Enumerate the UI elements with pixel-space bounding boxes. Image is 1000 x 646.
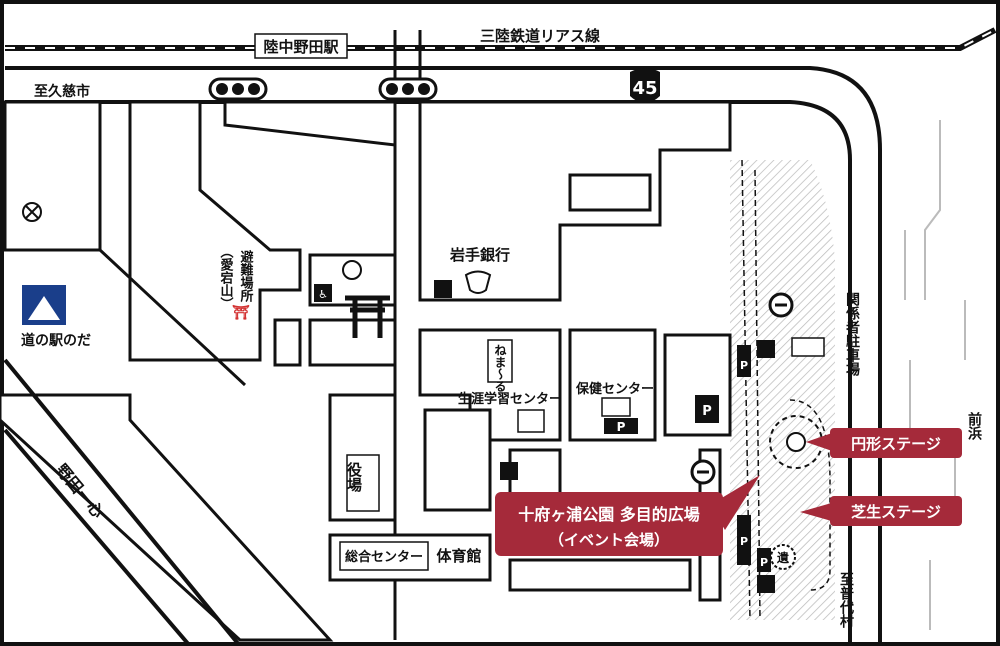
- route-number: 45: [632, 78, 657, 99]
- smoking-area-icon: [690, 459, 716, 485]
- svg-text:P: P: [740, 359, 748, 372]
- torii-mark-icon: ⛩: [232, 304, 250, 321]
- toilet-icon: ♿: [314, 284, 332, 302]
- town-office-label: 役場: [345, 461, 363, 493]
- svg-text:遺: 遺: [776, 550, 790, 565]
- general-center-label: 総合センター: [345, 549, 423, 565]
- svg-text:♿: ♿: [318, 288, 328, 301]
- toilet-icon: [757, 340, 775, 358]
- bank-label: 岩手銀行: [449, 246, 510, 264]
- post-icon: [342, 260, 362, 280]
- learning-center-box: [517, 409, 545, 433]
- smoking-area-icon: [768, 292, 794, 318]
- village-plaza-label: 村民広場: [427, 419, 445, 481]
- traffic-light-east: [378, 77, 438, 101]
- post-office-icon: [22, 202, 42, 222]
- circle-stage-icon: [786, 432, 806, 452]
- torii-gate: [345, 295, 390, 338]
- svg-text:P: P: [740, 535, 748, 548]
- station-box: [254, 33, 348, 59]
- traffic-light-west: [208, 77, 268, 101]
- svg-text:P: P: [702, 404, 712, 419]
- maehama-label: 前浜: [966, 411, 982, 441]
- nemaru-label: ねま～る: [493, 344, 507, 392]
- parking-icon: P: [737, 345, 751, 377]
- station-label: 陸中野田駅: [263, 38, 339, 56]
- bank-icon: [464, 270, 492, 294]
- to-kuji-label: 至久慈市: [34, 83, 90, 100]
- staff-parking-box: [791, 337, 825, 357]
- staff-parking-label: 関係者駐車場: [844, 292, 860, 377]
- gym-label: 体育館: [436, 547, 481, 565]
- michinoeki-label: 道の駅のだ: [21, 332, 91, 349]
- circle-stage-label: 円形ステージ: [851, 435, 941, 453]
- monument-icon: [770, 544, 796, 570]
- svg-text:P: P: [617, 420, 626, 434]
- circle-stage-callout: 円形ステージ: [806, 428, 962, 458]
- to-fudai-label: 至普代村: [838, 572, 855, 629]
- event-venue-callout: 十府ヶ浦公園 多目的広場 （イベント会場）: [495, 475, 760, 556]
- evacuation-label: 避難場所: [238, 249, 254, 303]
- atagoyama-label: （愛宕山）: [218, 245, 235, 310]
- route-45-shield: 45: [630, 68, 660, 103]
- lawn-stage-label: 芝生ステージ: [851, 503, 941, 521]
- parking-icon: P: [695, 395, 719, 423]
- lawn-stage-callout: 芝生ステージ: [800, 496, 962, 526]
- park-name-label: 十府ヶ浦公園 多目的広場: [518, 505, 700, 524]
- railway-label: 三陸鉄道リアス線: [480, 27, 600, 45]
- toilet-icon: [434, 280, 452, 298]
- michinoeki-icon: [22, 285, 66, 325]
- village-plaza-parking: P: [462, 459, 478, 484]
- health-center-label: 保健センター: [575, 381, 654, 397]
- nemaru-box: [487, 339, 513, 383]
- event-venue-label: （イベント会場）: [549, 531, 669, 549]
- parking-icon: P: [737, 515, 751, 565]
- svg-text:P: P: [760, 556, 768, 569]
- shoreline: [904, 120, 966, 630]
- toilet-icon: [500, 462, 518, 480]
- parking-health: [604, 418, 638, 434]
- toilet-icon: [757, 575, 775, 593]
- parking-icon: P: [757, 548, 771, 572]
- learning-center-label: 生涯学習センター: [458, 391, 562, 407]
